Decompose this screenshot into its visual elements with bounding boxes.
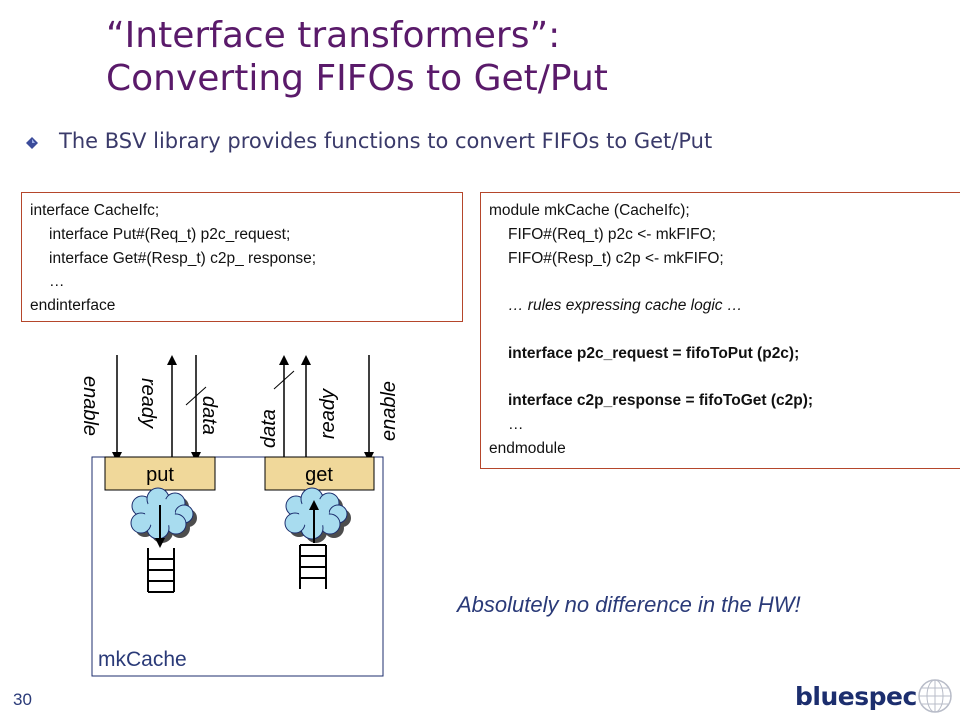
code-line: FIFO#(Req_t) p2c <- mkFIFO; (508, 225, 716, 243)
slide-title: “Interface transformers”: Converting FIF… (106, 14, 608, 100)
get-fifo-icon (299, 544, 327, 589)
code-line: endmodule (489, 439, 566, 457)
code-line: endinterface (30, 297, 116, 315)
code-line: interface Get#(Resp_t) c2p_ response; (49, 249, 317, 267)
put-port (104, 456, 216, 491)
get-port (264, 456, 375, 491)
module-name-label: mkCache (98, 648, 187, 671)
put-port-label: put (146, 464, 174, 486)
code-line: interface Put#(Req_t) p2c_request; (49, 225, 291, 243)
get-data-bus-mark (273, 370, 295, 390)
code-line: … (508, 416, 524, 434)
code-line: interface c2p_response = fifoToGet (c2p)… (508, 392, 814, 410)
put-data-label: data (198, 396, 220, 435)
put-fifo-icon (147, 548, 175, 593)
get-enable-label: enable (378, 381, 400, 441)
code-line: FIFO#(Resp_t) c2p <- mkFIFO; (508, 249, 724, 267)
page-number: 30 (13, 690, 32, 709)
bluespec-logo: bluespec (795, 676, 955, 720)
code-line: … rules expressing cache logic … (508, 297, 743, 315)
put-ready-label: ready (137, 378, 159, 429)
interface-code-box: interface CacheIfc; interface Put#(Req_t… (21, 192, 463, 322)
code-line: … (49, 273, 65, 291)
get-port-label: get (305, 464, 333, 486)
title-line-1: “Interface transformers”: (106, 15, 561, 56)
put-enable-label: enable (79, 376, 101, 436)
code-line: interface CacheIfc; (30, 202, 160, 219)
title-line-2: Converting FIFOs to Get/Put (106, 58, 608, 99)
get-data-label: data (258, 409, 280, 448)
put-data-bus-mark (185, 386, 207, 406)
logo-text: bluespec (795, 682, 917, 711)
hw-note: Absolutely no difference in the HW! (457, 592, 801, 617)
diamond-bullet-icon (26, 137, 38, 149)
globe-icon (918, 679, 952, 713)
put-logic-cloud-icon (130, 487, 197, 543)
code-line: module mkCache (CacheIfc); (489, 202, 690, 219)
module-code-box: module mkCache (CacheIfc); FIFO#(Req_t) … (480, 192, 960, 469)
get-ready-label: ready (317, 388, 339, 439)
bullet-text: The BSV library provides functions to co… (59, 129, 713, 153)
get-logic-cloud-icon (284, 487, 351, 543)
code-line: interface p2c_request = fifoToPut (p2c); (508, 344, 800, 362)
module-box (91, 456, 384, 677)
